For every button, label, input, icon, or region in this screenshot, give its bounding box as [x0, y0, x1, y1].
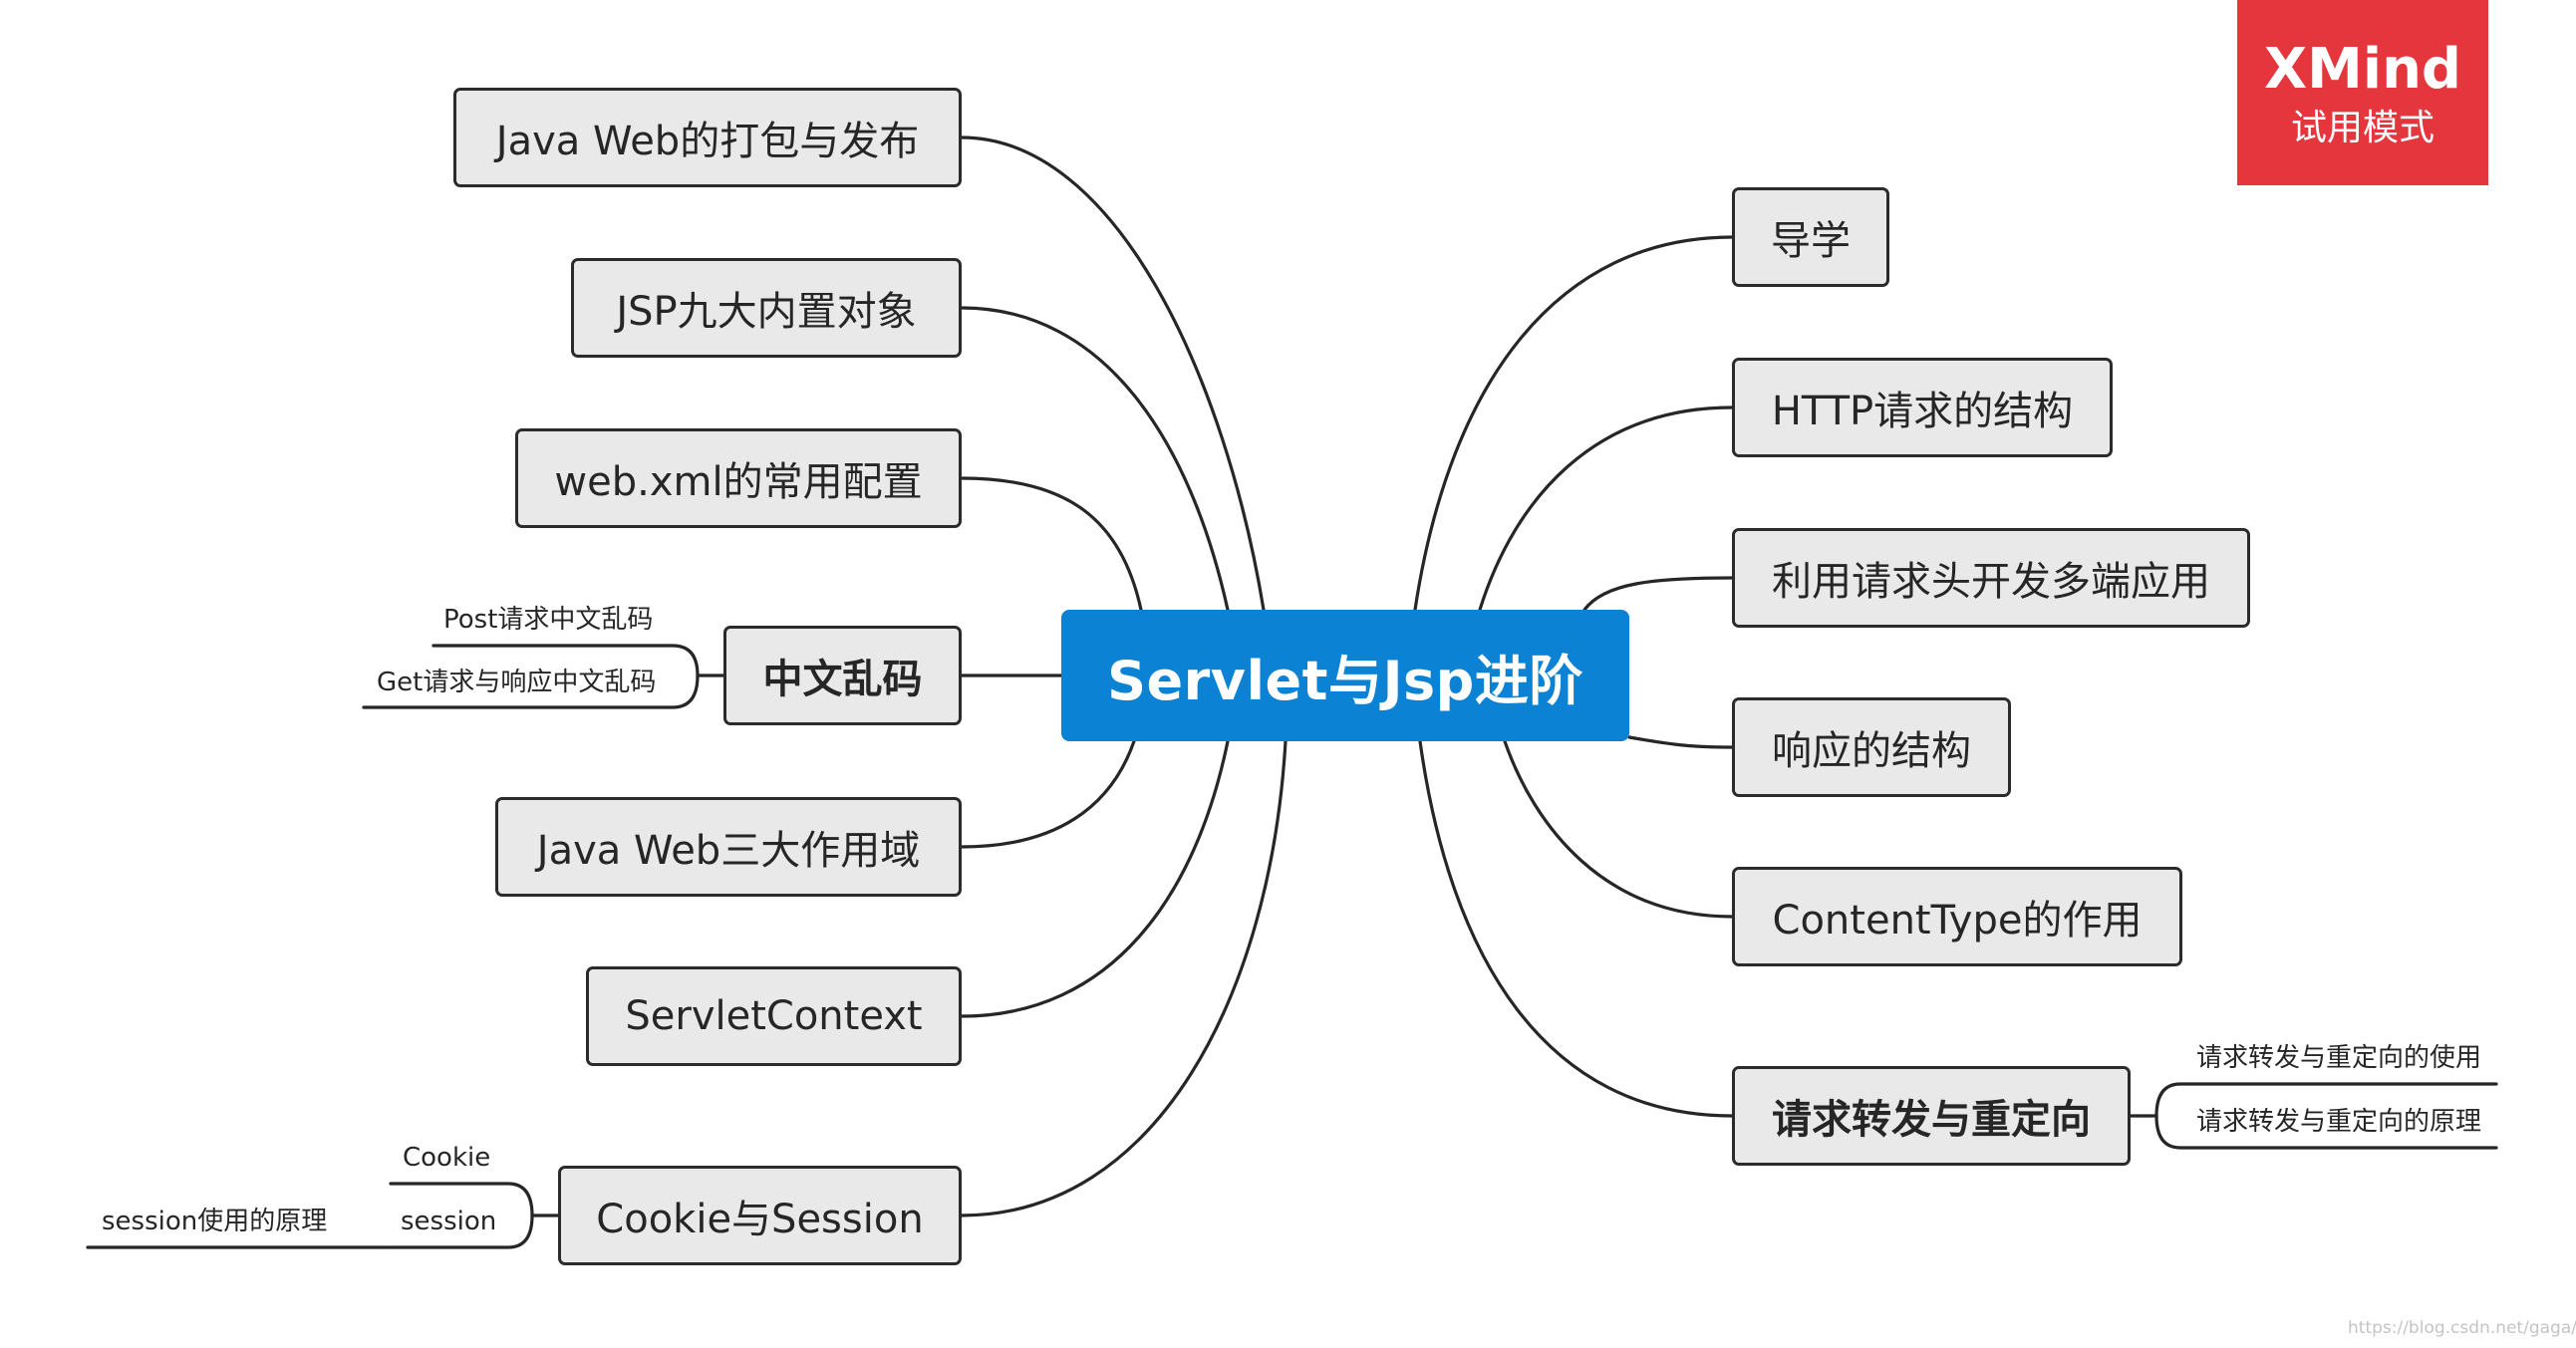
connector-three-scopes — [960, 739, 1136, 849]
subtopic-label: Get请求与响应中文乱码 — [377, 668, 657, 697]
connector-cookie-session — [960, 739, 1288, 1217]
topic-label: HTTP请求的结构 — [1771, 389, 2074, 434]
topic-label: JSP九大内置对象 — [616, 289, 917, 335]
topic-label: Java Web三大作用域 — [536, 828, 921, 874]
central-topic-label: Servlet与Jsp进阶 — [1107, 649, 1583, 712]
topic-label: 响应的结构 — [1772, 728, 1971, 774]
topic-response-structure[interactable]: 响应的结构 — [1732, 697, 2011, 797]
connector-request-header — [1582, 576, 1734, 612]
connector-servlet-context — [960, 739, 1230, 1018]
topic-intro[interactable]: 导学 — [1732, 187, 1889, 287]
topic-label: ContentType的作用 — [1772, 898, 2143, 944]
connector-intro — [1413, 235, 1734, 612]
topic-content-type[interactable]: ContentType的作用 — [1732, 867, 2182, 966]
topic-http-request-structure[interactable]: HTTP请求的结构 — [1732, 358, 2113, 457]
connector-response — [1627, 735, 1734, 749]
subtopic-session[interactable]: session — [401, 1205, 496, 1238]
connector-http-request — [1478, 405, 1734, 612]
topic-forward-redirect[interactable]: 请求转发与重定向 — [1732, 1066, 2131, 1166]
topic-label: 利用请求头开发多端应用 — [1772, 559, 2210, 605]
subtopic-get-garbled[interactable]: Get请求与响应中文乱码 — [377, 666, 656, 699]
topic-request-header-multi-client[interactable]: 利用请求头开发多端应用 — [1732, 528, 2250, 628]
badge-subtitle: 试用模式 — [2290, 108, 2434, 148]
topic-label: Cookie与Session — [596, 1197, 924, 1242]
topic-java-web-packaging[interactable]: Java Web的打包与发布 — [453, 88, 962, 187]
subtopic-label: 请求转发与重定向的使用 — [2196, 1043, 2482, 1073]
topic-label: ServletContext — [625, 993, 923, 1039]
subtopic-label: session — [401, 1207, 497, 1236]
subtopic-redirect-principle[interactable]: 请求转发与重定向的原理 — [2196, 1105, 2481, 1139]
topic-servlet-context[interactable]: ServletContext — [586, 966, 962, 1066]
subtopic-label: Cookie — [403, 1143, 491, 1173]
topic-cookie-session[interactable]: Cookie与Session — [558, 1166, 962, 1265]
topic-chinese-garbled[interactable]: 中文乱码 — [723, 626, 962, 725]
topic-java-web-scopes[interactable]: Java Web三大作用域 — [495, 797, 962, 897]
subtopic-label: 请求转发与重定向的原理 — [2196, 1107, 2482, 1137]
subtopic-label: session使用的原理 — [102, 1207, 328, 1236]
topic-web-xml-config[interactable]: web.xml的常用配置 — [515, 428, 962, 528]
central-topic[interactable]: Servlet与Jsp进阶 — [1061, 610, 1629, 741]
connector-forward-redirect — [1418, 739, 1734, 1118]
subtopic-label: Post请求中文乱码 — [443, 605, 654, 635]
connector-java-web-packaging — [960, 135, 1266, 612]
subtopic-session-principle[interactable]: session使用的原理 — [102, 1205, 327, 1238]
topic-label: web.xml的常用配置 — [554, 459, 923, 505]
subtopic-post-garbled[interactable]: Post请求中文乱码 — [443, 603, 653, 637]
topic-jsp-builtin-objects[interactable]: JSP九大内置对象 — [571, 258, 962, 358]
topic-label: 请求转发与重定向 — [1772, 1097, 2091, 1143]
subtopic-cookie[interactable]: Cookie — [403, 1141, 490, 1175]
topic-label: Java Web的打包与发布 — [495, 119, 920, 164]
connector-content-type — [1503, 739, 1734, 919]
topic-label: 导学 — [1771, 218, 1851, 264]
connector-jsp-objects — [960, 306, 1230, 612]
connector-web-xml — [960, 476, 1143, 612]
topic-label: 中文乱码 — [762, 657, 923, 702]
badge-title: XMind — [2263, 37, 2462, 102]
subtopic-redirect-usage[interactable]: 请求转发与重定向的使用 — [2196, 1041, 2481, 1075]
xmind-trial-badge: XMind 试用模式 — [2237, 0, 2488, 185]
watermark: https://blog.csdn.net/gaga/awei — [2348, 1318, 2576, 1338]
